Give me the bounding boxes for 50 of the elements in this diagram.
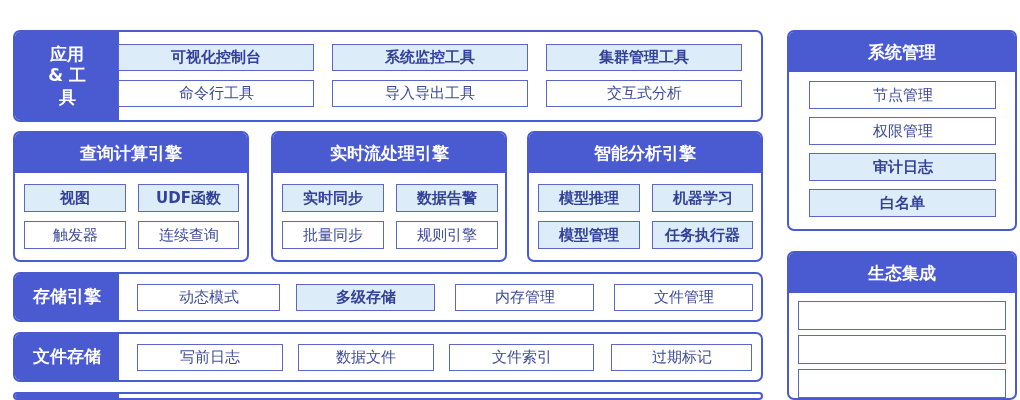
module-panel [787, 251, 1017, 400]
feature-box: 数据文件 [298, 344, 434, 371]
feature-box: 白名单 [809, 189, 996, 217]
feature-box: 多级存储 [296, 284, 435, 311]
layer-panel [13, 392, 763, 400]
feature-box: 任务执行器 [652, 221, 753, 249]
panel-title: 存储引擎 [15, 274, 119, 320]
feature-box: 审计日志 [809, 153, 996, 181]
feature-box: 规则引擎 [396, 221, 498, 249]
feature-box: 机器学习 [652, 184, 753, 212]
module-panel [787, 30, 1017, 231]
feature-box: 动态模式 [137, 284, 280, 311]
feature-box: 导入导出工具 [332, 80, 528, 107]
empty-box [798, 301, 1006, 330]
feature-box: 交互式分析 [546, 80, 742, 107]
panel-title: 智能分析引擎 [529, 133, 761, 173]
feature-box: 节点管理 [809, 81, 996, 109]
panel-title: 实时流处理引擎 [273, 133, 505, 173]
module-panel [271, 131, 507, 262]
layer-panel [13, 272, 763, 322]
feature-box: 集群管理工具 [546, 44, 742, 71]
feature-box: 触发器 [24, 221, 126, 249]
panel-title: 文件存储 [15, 334, 119, 380]
feature-box: UDF函数 [138, 184, 239, 212]
feature-box: 系统监控工具 [332, 44, 528, 71]
panel-title: 系统管理 [789, 32, 1015, 72]
module-panel [527, 131, 763, 262]
layer-panel [13, 332, 763, 382]
panel-title: 查询计算引擎 [15, 133, 247, 173]
feature-box: 过期标记 [611, 344, 752, 371]
feature-box: 视图 [24, 184, 126, 212]
module-panel [13, 131, 249, 262]
panel-title: 应用 & 工具 [15, 32, 119, 120]
feature-box: 写前日志 [137, 344, 283, 371]
empty-box [798, 335, 1006, 364]
feature-box: 内存管理 [455, 284, 594, 311]
feature-box: 文件管理 [614, 284, 753, 311]
feature-box: 数据告警 [396, 184, 498, 212]
feature-box: 权限管理 [809, 117, 996, 145]
feature-box: 连续查询 [138, 221, 239, 249]
panel-title: 生态集成 [789, 253, 1015, 293]
empty-box [798, 369, 1006, 398]
feature-box: 批量同步 [282, 221, 384, 249]
feature-box: 命令行工具 [118, 80, 314, 107]
feature-box: 模型推理 [538, 184, 640, 212]
feature-box: 文件索引 [449, 344, 594, 371]
layer-panel [13, 30, 763, 122]
feature-box: 模型管理 [538, 221, 640, 249]
feature-box: 可视化控制台 [118, 44, 314, 71]
feature-box: 实时同步 [282, 184, 384, 212]
